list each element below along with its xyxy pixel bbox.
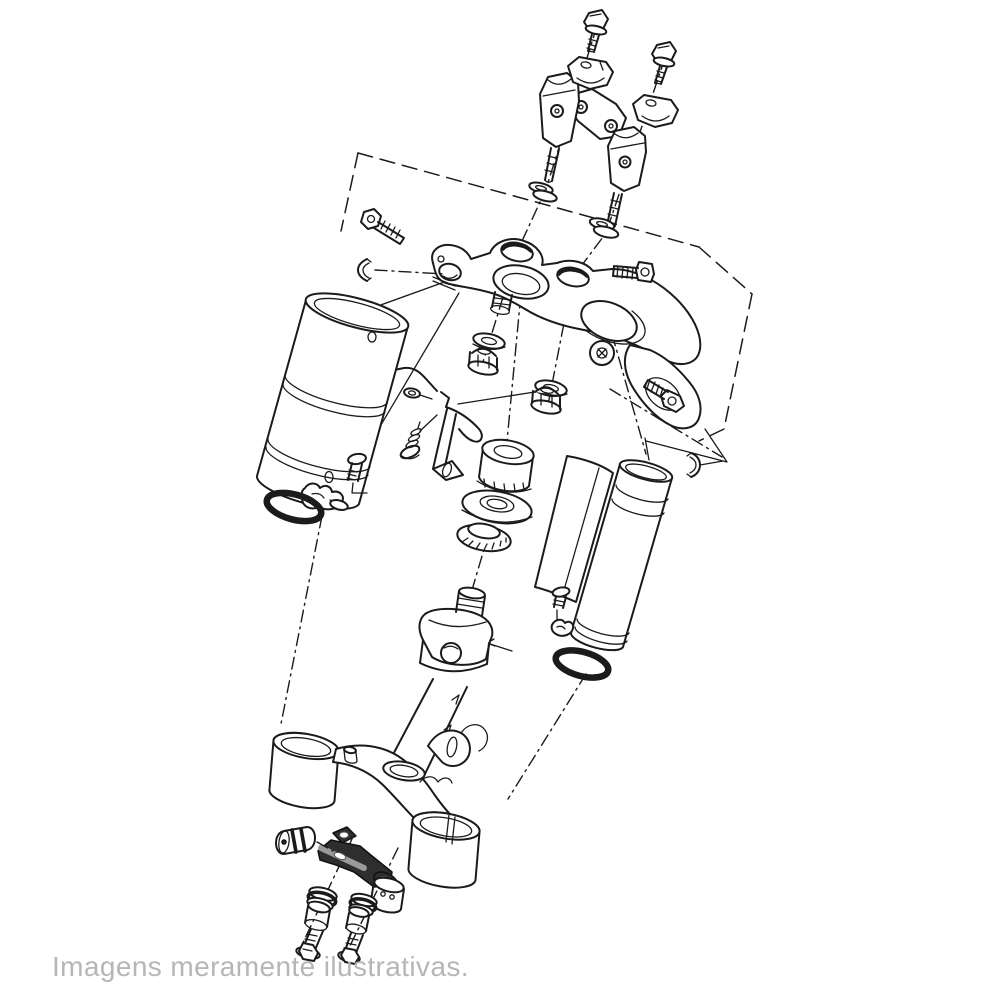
bottom-triple-clamp [268,724,489,889]
illustrative-caption: Imagens meramente ilustrativas. [52,951,470,982]
right-fork-tube-cover [550,459,674,681]
pinch-socket-bolts [360,208,685,413]
handlebar-risers [528,56,679,239]
cable-guide-bracket [383,360,483,481]
steering-stem [387,586,494,777]
left-fork-tube-cover [255,292,410,525]
riser-flange-bolts [583,9,677,85]
fork-top-bushings [357,258,724,478]
tapered-roller-bearing [456,522,512,553]
dust-seal-washer [461,489,533,525]
center-line-axes [280,25,666,961]
fork-protector-plate [534,455,614,603]
bottom-flange-bolts [295,876,405,965]
top-triple-clamp [431,238,702,430]
stud-washers-and-cap-nuts [467,332,568,415]
steering-stem-locknut [476,438,535,493]
